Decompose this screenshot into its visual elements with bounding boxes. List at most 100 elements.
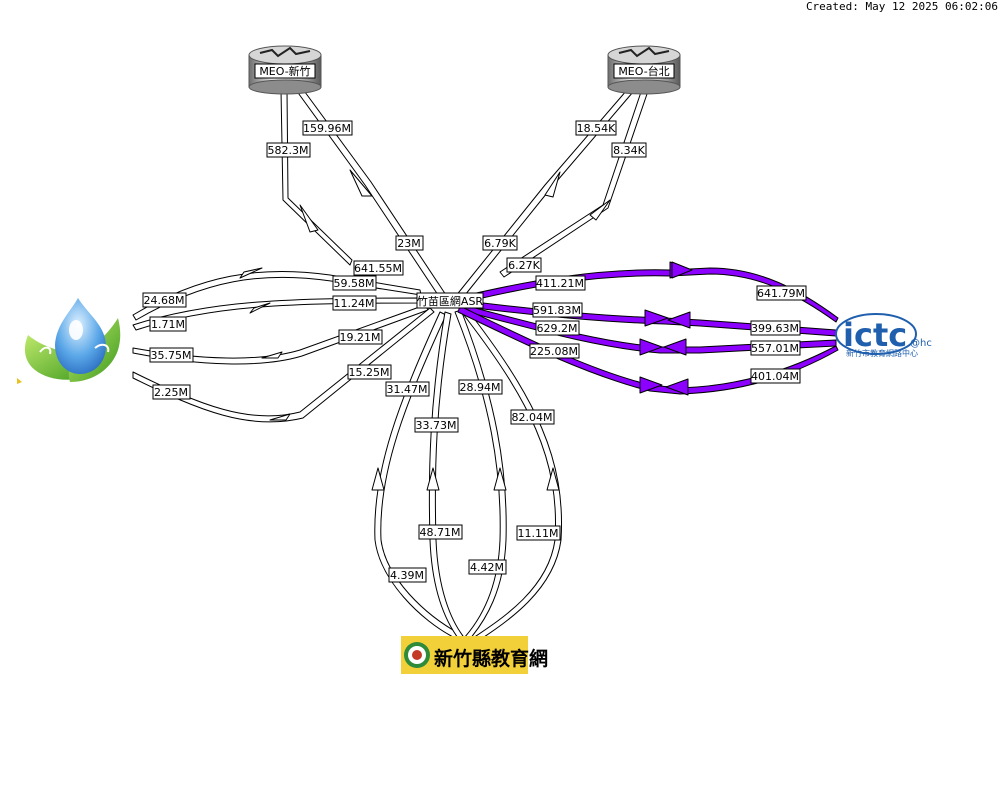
svg-text:4.42M: 4.42M <box>470 561 504 574</box>
svg-text:33.73M: 33.73M <box>416 419 457 432</box>
bw-label: 629.2M <box>535 320 580 336</box>
ictc-logo-subtitle: 新竹市教育網路中心 <box>846 348 918 358</box>
bw-label: 82.04M <box>510 409 555 425</box>
bw-label: 18.54K <box>575 120 617 136</box>
water-drop-logo-icon[interactable] <box>17 298 121 384</box>
arrowhead <box>349 169 373 197</box>
bw-label: 19.21M <box>338 329 383 345</box>
bw-label: 641.55M <box>353 260 404 276</box>
bw-label: 399.63M <box>750 320 801 336</box>
arrowhead <box>299 204 319 233</box>
svg-text:23M: 23M <box>397 237 421 250</box>
svg-text:28.94M: 28.94M <box>460 381 501 394</box>
svg-text:35.75M: 35.75M <box>151 349 192 362</box>
arrowhead <box>589 199 611 221</box>
arrowhead <box>665 378 689 396</box>
center-router-node[interactable]: 竹苗區網ASR <box>416 292 484 309</box>
bw-label: 591.83M <box>532 302 583 318</box>
ictc-logo-sup: @hc <box>910 338 932 349</box>
arrowhead <box>639 338 663 356</box>
svg-text:24.68M: 24.68M <box>144 294 185 307</box>
bw-label: 6.79K <box>482 235 518 251</box>
arrowhead <box>544 171 561 198</box>
bw-label: 33.73M <box>414 417 459 433</box>
arrowhead <box>644 309 669 327</box>
bw-label: 6.27K <box>506 257 542 273</box>
bw-label: 11.11M <box>516 525 561 541</box>
bw-label: 48.71M <box>418 524 463 540</box>
svg-text:6.79K: 6.79K <box>484 237 516 250</box>
svg-text:159.96M: 159.96M <box>303 122 351 135</box>
svg-text:31.47M: 31.47M <box>387 383 428 396</box>
bw-label: 15.25M <box>347 364 392 380</box>
center-node-label: 竹苗區網ASR <box>417 294 484 308</box>
link-county-1 <box>374 311 461 639</box>
arrowhead <box>269 413 291 421</box>
bw-label: 641.79M <box>756 285 807 301</box>
svg-text:8.34K: 8.34K <box>613 144 645 157</box>
bw-label: 59.58M <box>332 275 377 291</box>
svg-text:6.27K: 6.27K <box>508 259 540 272</box>
ictc-logo-text: ictc <box>843 316 907 354</box>
svg-text:18.54K: 18.54K <box>577 122 616 135</box>
svg-text:59.58M: 59.58M <box>334 277 375 290</box>
svg-text:11.11M: 11.11M <box>518 527 559 540</box>
svg-text:399.63M: 399.63M <box>751 322 799 335</box>
svg-text:4.39M: 4.39M <box>390 569 424 582</box>
bw-label: 159.96M <box>302 120 353 136</box>
bw-label: 24.68M <box>142 292 187 308</box>
arrowhead <box>671 261 693 279</box>
link-ictc-4 <box>457 305 839 395</box>
bw-label: 1.71M <box>149 316 187 332</box>
link-meo-taipei-b <box>499 91 648 278</box>
svg-text:641.79M: 641.79M <box>757 287 805 300</box>
svg-text:11.24M: 11.24M <box>334 297 375 310</box>
bw-label: 8.34K <box>611 142 647 158</box>
arrowhead <box>426 467 440 491</box>
county-net-logo-icon[interactable]: 新竹縣教育網 <box>401 636 548 674</box>
bw-label: 35.75M <box>149 347 194 363</box>
svg-text:629.2M: 629.2M <box>537 322 578 335</box>
svg-text:1.71M: 1.71M <box>151 318 185 331</box>
bw-label: 31.47M <box>385 381 430 397</box>
arrowhead <box>249 302 271 314</box>
svg-text:82.04M: 82.04M <box>512 411 553 424</box>
svg-text:19.21M: 19.21M <box>340 331 381 344</box>
svg-text:2.25M: 2.25M <box>154 386 188 399</box>
arrowhead <box>493 467 507 491</box>
bw-label: 411.21M <box>535 275 586 291</box>
bw-label: 557.01M <box>750 340 801 356</box>
bw-label: 401.04M <box>750 368 801 384</box>
router-meo-taipei-icon[interactable]: MEO-台北 <box>607 45 681 95</box>
arrowhead <box>667 311 691 329</box>
ictc-logo-icon[interactable]: ictc @hc 新竹市教育網路中心 <box>835 313 932 358</box>
bw-label: 582.3M <box>266 142 311 158</box>
arrowhead <box>639 376 663 394</box>
bw-label: 2.25M <box>152 384 191 400</box>
svg-text:401.04M: 401.04M <box>751 370 799 383</box>
arrowhead <box>663 338 687 356</box>
svg-text:15.25M: 15.25M <box>349 366 390 379</box>
bw-label: 28.94M <box>458 379 503 395</box>
svg-text:582.3M: 582.3M <box>268 144 309 157</box>
bw-label: 225.08M <box>529 343 580 359</box>
county-net-label: 新竹縣教育網 <box>434 647 548 670</box>
bw-label: 11.24M <box>332 295 377 311</box>
bw-label: 4.39M <box>388 567 427 583</box>
bw-label: 4.42M <box>468 559 507 575</box>
meo-taipei-label: MEO-台北 <box>618 64 669 78</box>
link-left-4 <box>132 307 435 423</box>
svg-text:225.08M: 225.08M <box>530 345 578 358</box>
router-meo-hsinchu-icon[interactable]: MEO-新竹 <box>248 45 322 95</box>
arrowhead <box>261 351 283 359</box>
svg-text:641.55M: 641.55M <box>354 262 402 275</box>
bw-label: 23M <box>395 235 424 251</box>
arrowhead <box>239 267 263 279</box>
svg-text:557.01M: 557.01M <box>751 342 799 355</box>
svg-text:411.21M: 411.21M <box>536 277 584 290</box>
svg-text:591.83M: 591.83M <box>533 304 581 317</box>
created-timestamp: Created: May 12 2025 06:02:06 <box>805 0 998 13</box>
arrowhead <box>546 467 560 491</box>
arrowhead <box>371 467 385 491</box>
